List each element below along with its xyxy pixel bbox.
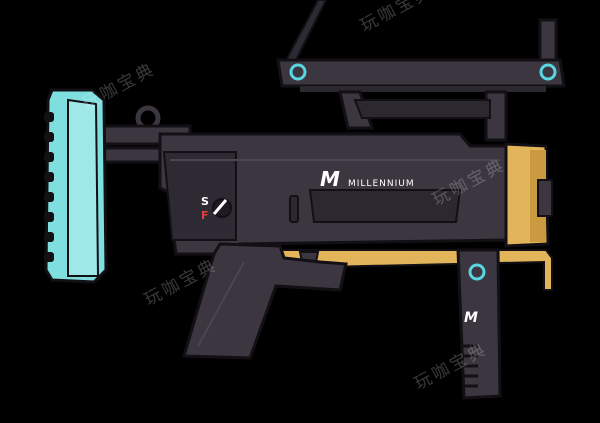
fire-selector: S F [201,195,232,222]
rail-ring-right-icon [539,63,557,81]
brand-mark-icon: M [320,167,340,191]
foregrip: M [456,248,502,400]
pistol-grip [182,242,348,360]
selector-safe-label: S [201,195,209,208]
foregrip-logo-mark: M [464,310,478,326]
selector-knob-icon [212,198,232,218]
stock-butt [44,88,108,284]
barrel [504,142,553,248]
rail-ring-left-icon [289,63,307,81]
top-sight-assembly [276,18,566,142]
selector-fire-label: F [201,209,209,222]
brand-logo: M MILLENNIUM [320,167,415,191]
brand-logo-text: MILLENNIUM [348,179,415,189]
foregrip-ring-icon [468,263,486,281]
